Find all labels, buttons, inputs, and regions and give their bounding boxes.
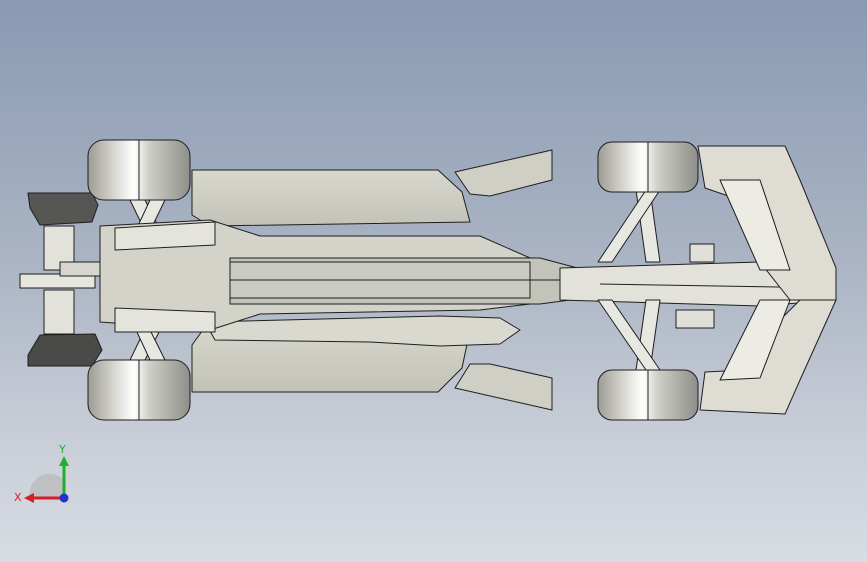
left-deflector — [454, 149, 553, 197]
rear-wing-left — [27, 192, 99, 271]
rear-wing-right — [27, 289, 103, 367]
left-sidepod — [191, 169, 471, 227]
z-axis-dot — [59, 493, 69, 503]
axis-triad: Y X — [14, 443, 69, 504]
front-left-tyre — [597, 141, 699, 193]
right-deflector — [454, 363, 553, 411]
front-right-tyre — [597, 369, 699, 421]
x-axis-label: X — [14, 491, 22, 504]
rear-left-tyre — [87, 139, 191, 201]
y-axis-label: Y — [58, 443, 66, 456]
rear-crash-structure — [19, 273, 96, 289]
rear-right-tyre — [87, 359, 191, 421]
